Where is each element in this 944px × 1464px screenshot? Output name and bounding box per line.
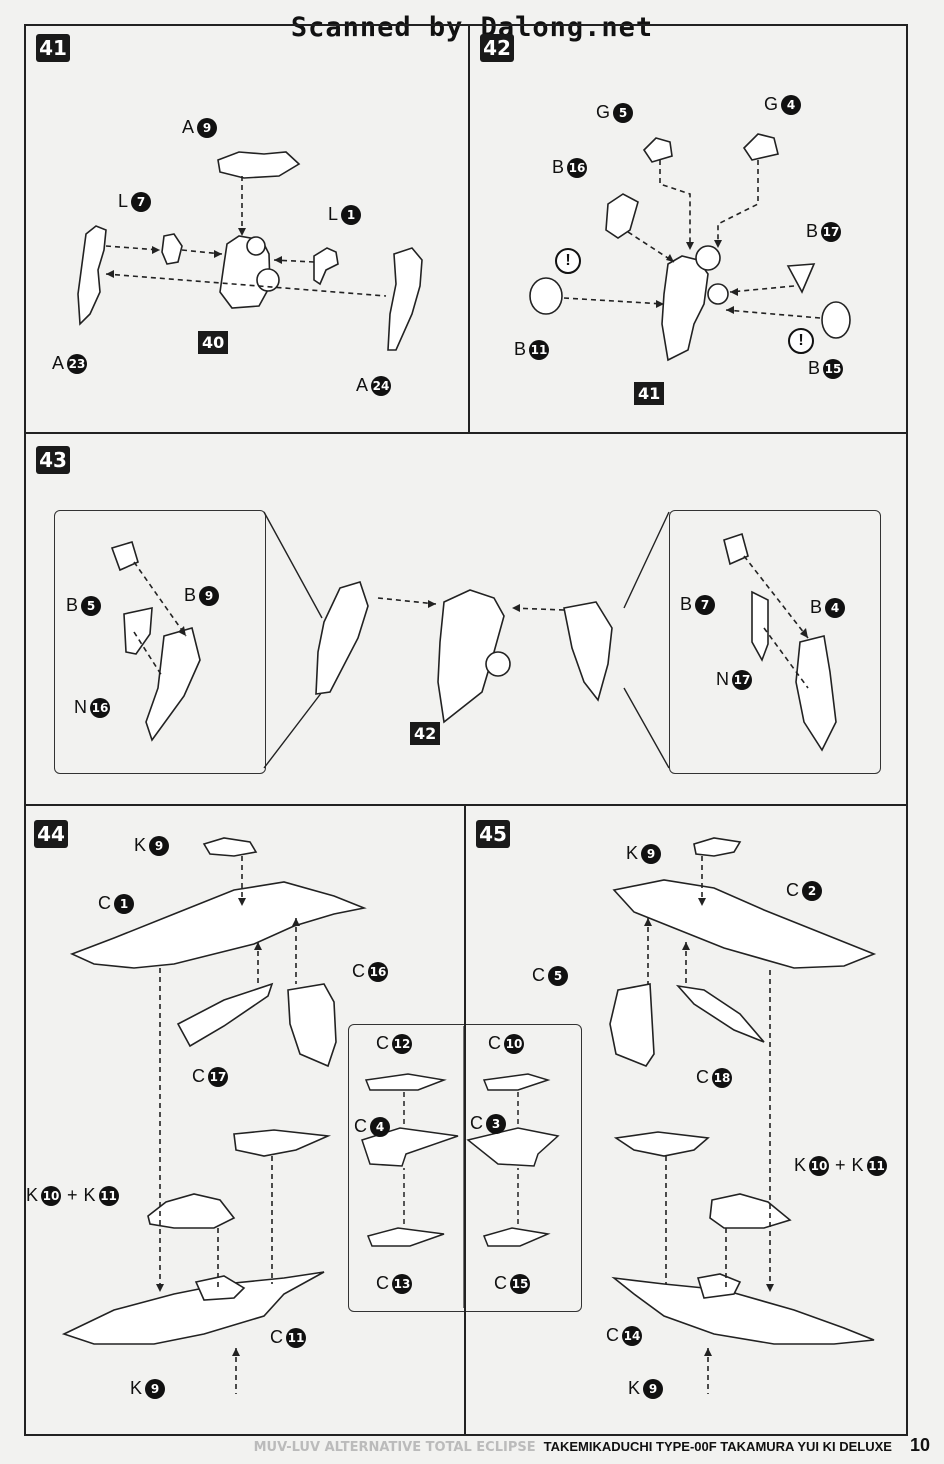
step-45-diagram bbox=[609, 837, 877, 1394]
product-title: TAKEMIKADUCHI TYPE-00F TAKAMURA YUI KI D… bbox=[543, 1439, 892, 1454]
caution-icon: ! bbox=[788, 328, 814, 354]
step-41-diagram bbox=[77, 151, 423, 351]
step-number-43: 43 bbox=[36, 446, 70, 474]
detail-inset-left bbox=[54, 510, 266, 774]
step-42-diagram bbox=[529, 133, 851, 362]
step-44-diagram bbox=[61, 837, 367, 1394]
detail-inset-right bbox=[669, 510, 881, 774]
step-number-42: 42 bbox=[480, 34, 514, 62]
page-number: 10 bbox=[909, 1435, 930, 1455]
scan-credit: Scanned by Dalong.net bbox=[290, 12, 654, 43]
series-title: MUV-LUV ALTERNATIVE TOTAL ECLIPSE bbox=[253, 1440, 536, 1455]
page-footer: MUV-LUV ALTERNATIVE TOTAL ECLIPSE TAKEMI… bbox=[254, 1435, 930, 1456]
subassembly-42: 42 bbox=[410, 722, 441, 745]
inset-center-diagram bbox=[361, 1026, 560, 1308]
step-45-panel bbox=[464, 804, 908, 1436]
subassembly-41: 41 bbox=[634, 382, 665, 405]
caution-icon: ! bbox=[555, 248, 581, 274]
subassembly-40: 40 bbox=[198, 331, 229, 354]
step-number-45: 45 bbox=[476, 820, 510, 848]
step-43-diagram bbox=[110, 511, 837, 769]
step-number-41: 41 bbox=[36, 34, 70, 62]
step-number-44: 44 bbox=[34, 820, 68, 848]
